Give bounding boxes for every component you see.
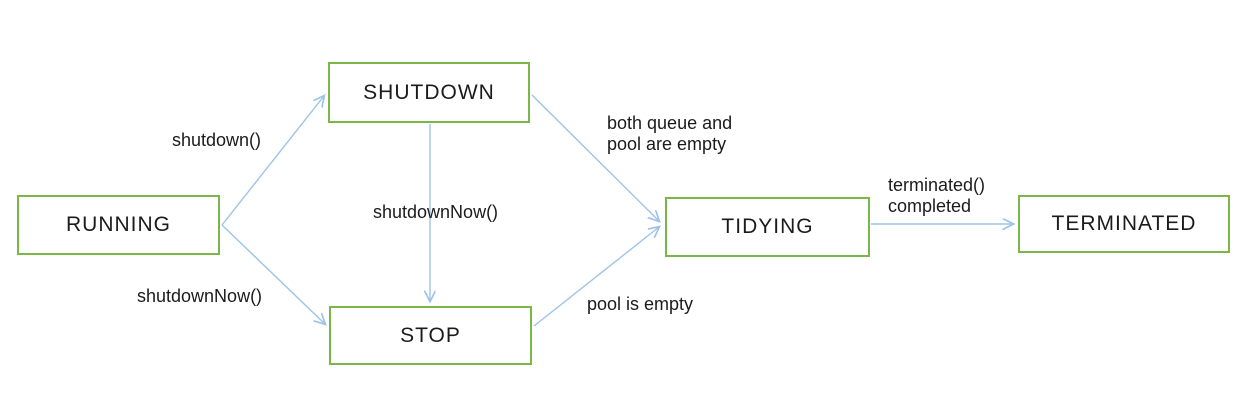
state-label-shutdown: SHUTDOWN	[363, 80, 495, 104]
edge-label-shutdownnow-from-running: shutdownNow()	[137, 286, 263, 306]
state-node-running: RUNNING	[17, 195, 220, 255]
edge-label-terminated-completed: terminated() completed	[888, 175, 986, 216]
state-node-shutdown: SHUTDOWN	[328, 62, 530, 123]
state-node-tidying: TIDYING	[665, 197, 870, 257]
edge-label-both-queue-and-pool-empty: both queue and pool are empty	[607, 113, 733, 154]
state-label-running: RUNNING	[66, 213, 171, 236]
edge-label-pool-is-empty: pool is empty	[587, 294, 694, 314]
state-label-stop: STOP	[400, 323, 461, 347]
state-label-terminated: TERMINATED	[1051, 212, 1197, 235]
edge-shutdown-to-tidying	[531, 94, 659, 221]
state-node-stop: STOP	[329, 306, 532, 365]
edge-stop-to-tidying	[533, 227, 659, 327]
edge-running-to-shutdown	[221, 96, 324, 226]
edge-label-shutdown-call: shutdown()	[172, 130, 262, 150]
edge-label-shutdownnow-from-shutdown: shutdownNow()	[373, 202, 499, 222]
state-node-terminated: TERMINATED	[1018, 195, 1230, 253]
edge-running-to-stop	[221, 224, 325, 324]
state-label-tidying: TIDYING	[721, 215, 814, 238]
